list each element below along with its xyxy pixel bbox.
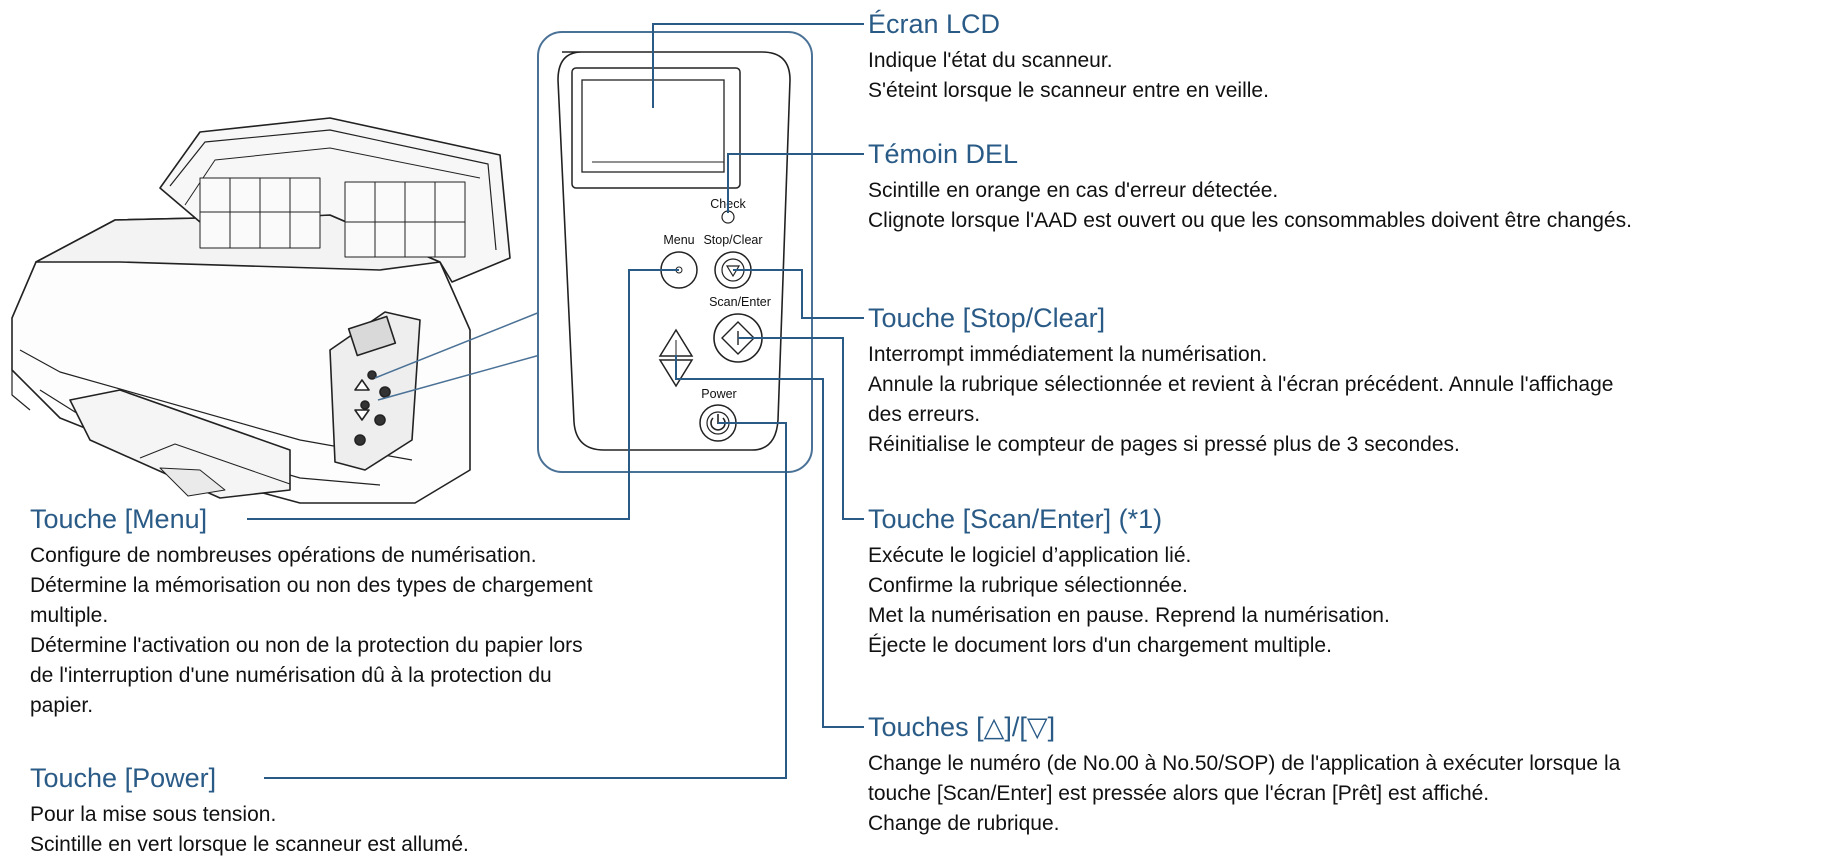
callout-menu-line: Détermine la mémorisation ou non des typ…	[30, 574, 593, 597]
callout-scan-line: Éjecte le document lors d'un chargement …	[868, 634, 1332, 657]
callout-scan-title: Touche [Scan/Enter] (*1)	[868, 504, 1163, 534]
leader-arrows	[675, 355, 864, 728]
stop-clear-label: Stop/Clear	[703, 233, 762, 247]
callout-lcd: Écran LCD Indique l'état du scanneur. S'…	[868, 8, 1828, 106]
callout-led: Témoin DEL Scintille en orange en cas d'…	[868, 138, 1833, 236]
callout-menu-line: Configure de nombreuses opérations de nu…	[30, 544, 537, 567]
scanner-illustration	[11, 117, 511, 504]
callout-arrows-line: touche [Scan/Enter] est pressée alors qu…	[868, 782, 1490, 805]
scan-enter-label: Scan/Enter	[709, 295, 771, 309]
callout-stop-line: Réinitialise le compteur de pages si pre…	[868, 433, 1460, 456]
leader-lcd	[652, 23, 864, 108]
callout-power-title: Touche [Power]	[30, 763, 217, 793]
callout-menu-line: de l'interruption d'une numérisation dû …	[30, 664, 552, 687]
callout-led-line: Clignote lorsque l'AAD est ouvert ou que…	[868, 209, 1632, 232]
callout-lcd-line: S'éteint lorsque le scanneur entre en ve…	[868, 79, 1269, 102]
leader-menu	[247, 269, 679, 520]
callout-menu: Touche [Menu] Configure de nombreuses op…	[30, 503, 790, 721]
menu-label: Menu	[663, 233, 694, 247]
callout-arrows-title: Touches [△]/[▽]	[868, 712, 1056, 742]
control-panel-detail: Check Menu Stop/Clear Scan/Enter Power	[537, 31, 813, 473]
leader-power	[264, 422, 787, 779]
callout-power-line: Pour la mise sous tension.	[30, 803, 277, 826]
leader-stop	[733, 269, 864, 319]
callout-power-line: Scintille en vert lorsque le scanneur es…	[30, 833, 469, 856]
callout-arrows: Touches [△]/[▽] Change le numéro (de No.…	[868, 711, 1828, 839]
callout-scan-line: Confirme la rubrique sélectionnée.	[868, 574, 1188, 597]
callout-lcd-line: Indique l'état du scanneur.	[868, 49, 1113, 72]
callout-scan: Touche [Scan/Enter] (*1) Exécute le logi…	[868, 503, 1828, 661]
callout-stop-line: Interrompt immédiatement la numérisation…	[868, 343, 1268, 366]
callout-led-title: Témoin DEL	[868, 139, 1019, 169]
callout-menu-title: Touche [Menu]	[30, 504, 208, 534]
callout-led-line: Scintille en orange en cas d'erreur déte…	[868, 179, 1279, 202]
callout-lcd-title: Écran LCD	[868, 9, 1001, 39]
callout-stop-line: des erreurs.	[868, 403, 981, 426]
leader-scan	[738, 337, 864, 520]
callout-scan-line: Met la numérisation en pause. Reprend la…	[868, 604, 1390, 627]
callout-power: Touche [Power] Pour la mise sous tension…	[30, 762, 790, 860]
callout-scan-line: Exécute le logiciel d’application lié.	[868, 544, 1192, 567]
callout-arrows-line: Change le numéro (de No.00 à No.50/SOP) …	[868, 752, 1621, 775]
callout-menu-line: papier.	[30, 694, 94, 717]
power-icon	[710, 417, 726, 431]
callout-stop-line: Annule la rubrique sélectionnée et revie…	[868, 373, 1614, 396]
callout-menu-line: multiple.	[30, 604, 109, 627]
callout-stop: Touche [Stop/Clear] Interrompt immédiate…	[868, 302, 1833, 460]
callout-menu-line: Détermine l'activation ou non de la prot…	[30, 634, 583, 657]
power-label: Power	[701, 387, 736, 401]
leader-led	[727, 153, 864, 213]
callout-stop-title: Touche [Stop/Clear]	[868, 303, 1106, 333]
callout-arrows-line: Change de rubrique.	[868, 812, 1060, 835]
